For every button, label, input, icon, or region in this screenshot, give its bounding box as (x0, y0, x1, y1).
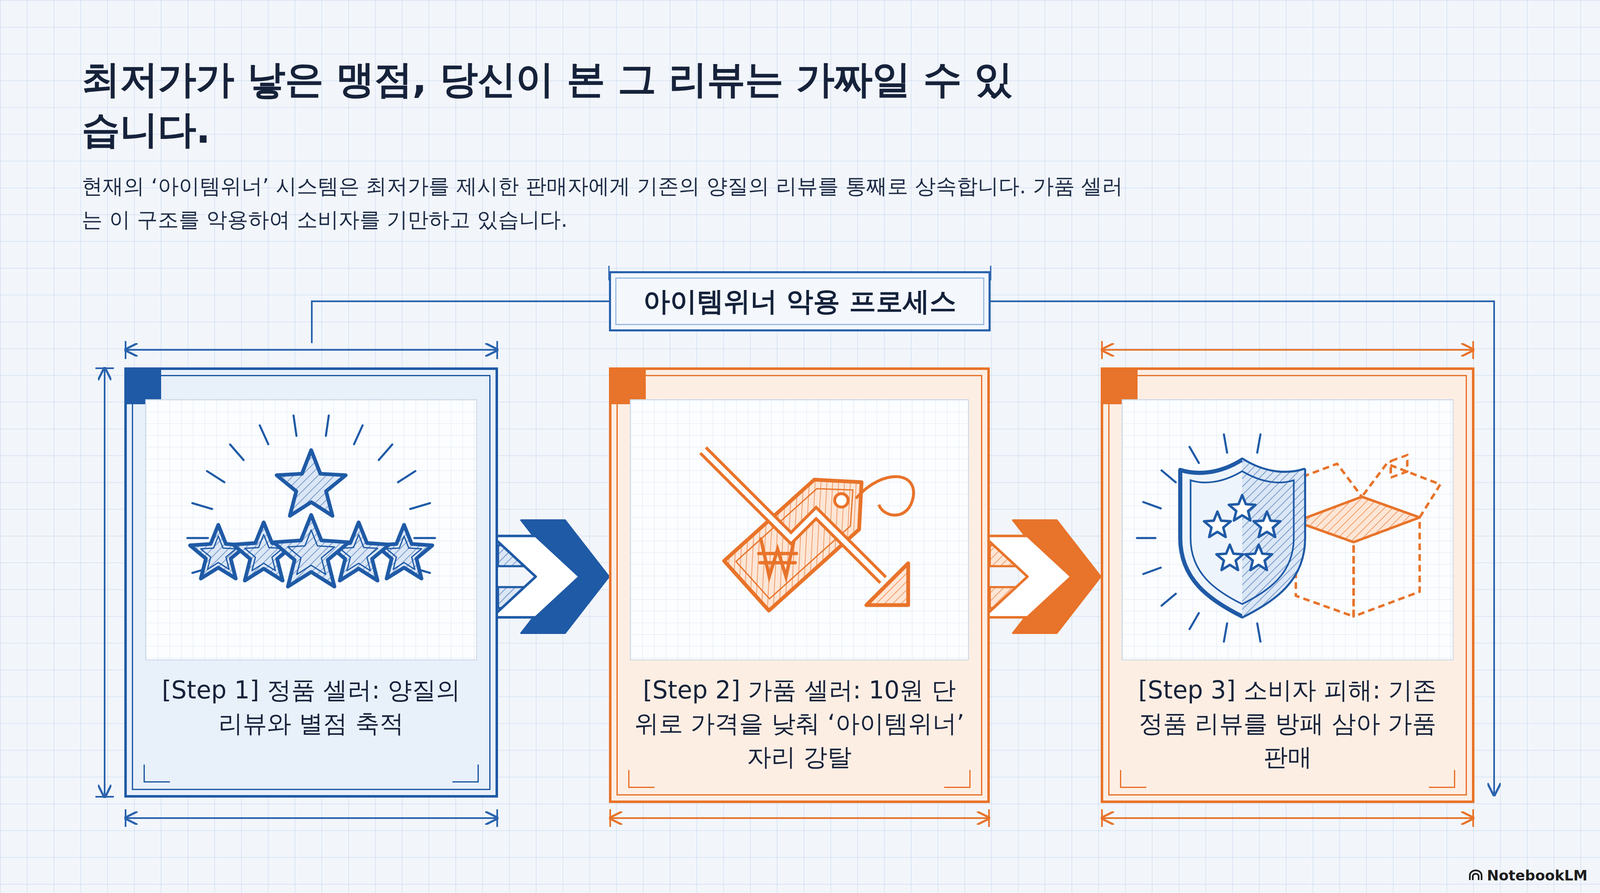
illustration-panel (1121, 399, 1454, 661)
illustration-panel (145, 399, 478, 661)
corner-tick (1119, 770, 1147, 789)
step-box: [Step 1] 정품 셀러: 양질의 리뷰와 별점 축적 (124, 367, 499, 798)
corner-tick (944, 770, 971, 789)
process-title: 아이템위너 악용 프로세스 (643, 283, 957, 320)
watermark-text: NotebookLM (1486, 867, 1588, 884)
corner-tick (452, 764, 479, 783)
step-illustration (630, 400, 969, 660)
process-label-box: 아이템위너 악용 프로세스 (608, 271, 991, 332)
step-text: [Step 1] 정품 셀러: 양질의 리뷰와 별점 축적 (147, 673, 475, 741)
step-box: [Step 2] 가품 셀러: 10원 단위로 가격을 낮춰 ‘아이템위너’ 자… (608, 367, 990, 804)
caption: 현재의 ‘아이템위너’ 시스템은 최저가를 제시한 판매자에게 기존의 양질의 … (81, 169, 1128, 237)
step-box: [Step 3] 소비자 피해: 기존 정품 리뷰를 방패 삼아 가품 판매 (1100, 367, 1475, 804)
step-text: [Step 3] 소비자 피해: 기존 정품 리뷰를 방패 삼아 가품 판매 (1124, 673, 1452, 774)
corner-mark (1100, 367, 1138, 405)
chevron-arrow (491, 520, 609, 634)
corner-tick (628, 770, 655, 789)
corner-mark (608, 367, 646, 405)
illustration-panel (629, 399, 969, 661)
step-illustration (1122, 400, 1453, 660)
chevron-arrow (983, 520, 1101, 634)
corner-tick (143, 764, 170, 783)
title: 최저가가 낳은 맹점, 당신이 본 그 리뷰는 가짜일 수 있습니다. (81, 54, 1045, 155)
watermark-icon (1468, 869, 1483, 882)
corner-mark (124, 367, 162, 405)
step-illustration (146, 400, 477, 660)
watermark: NotebookLM (1468, 867, 1588, 884)
corner-tick (1428, 770, 1456, 789)
step-text: [Step 2] 가품 셀러: 10원 단위로 가격을 낮춰 ‘아이템위너’ 자… (632, 673, 967, 774)
